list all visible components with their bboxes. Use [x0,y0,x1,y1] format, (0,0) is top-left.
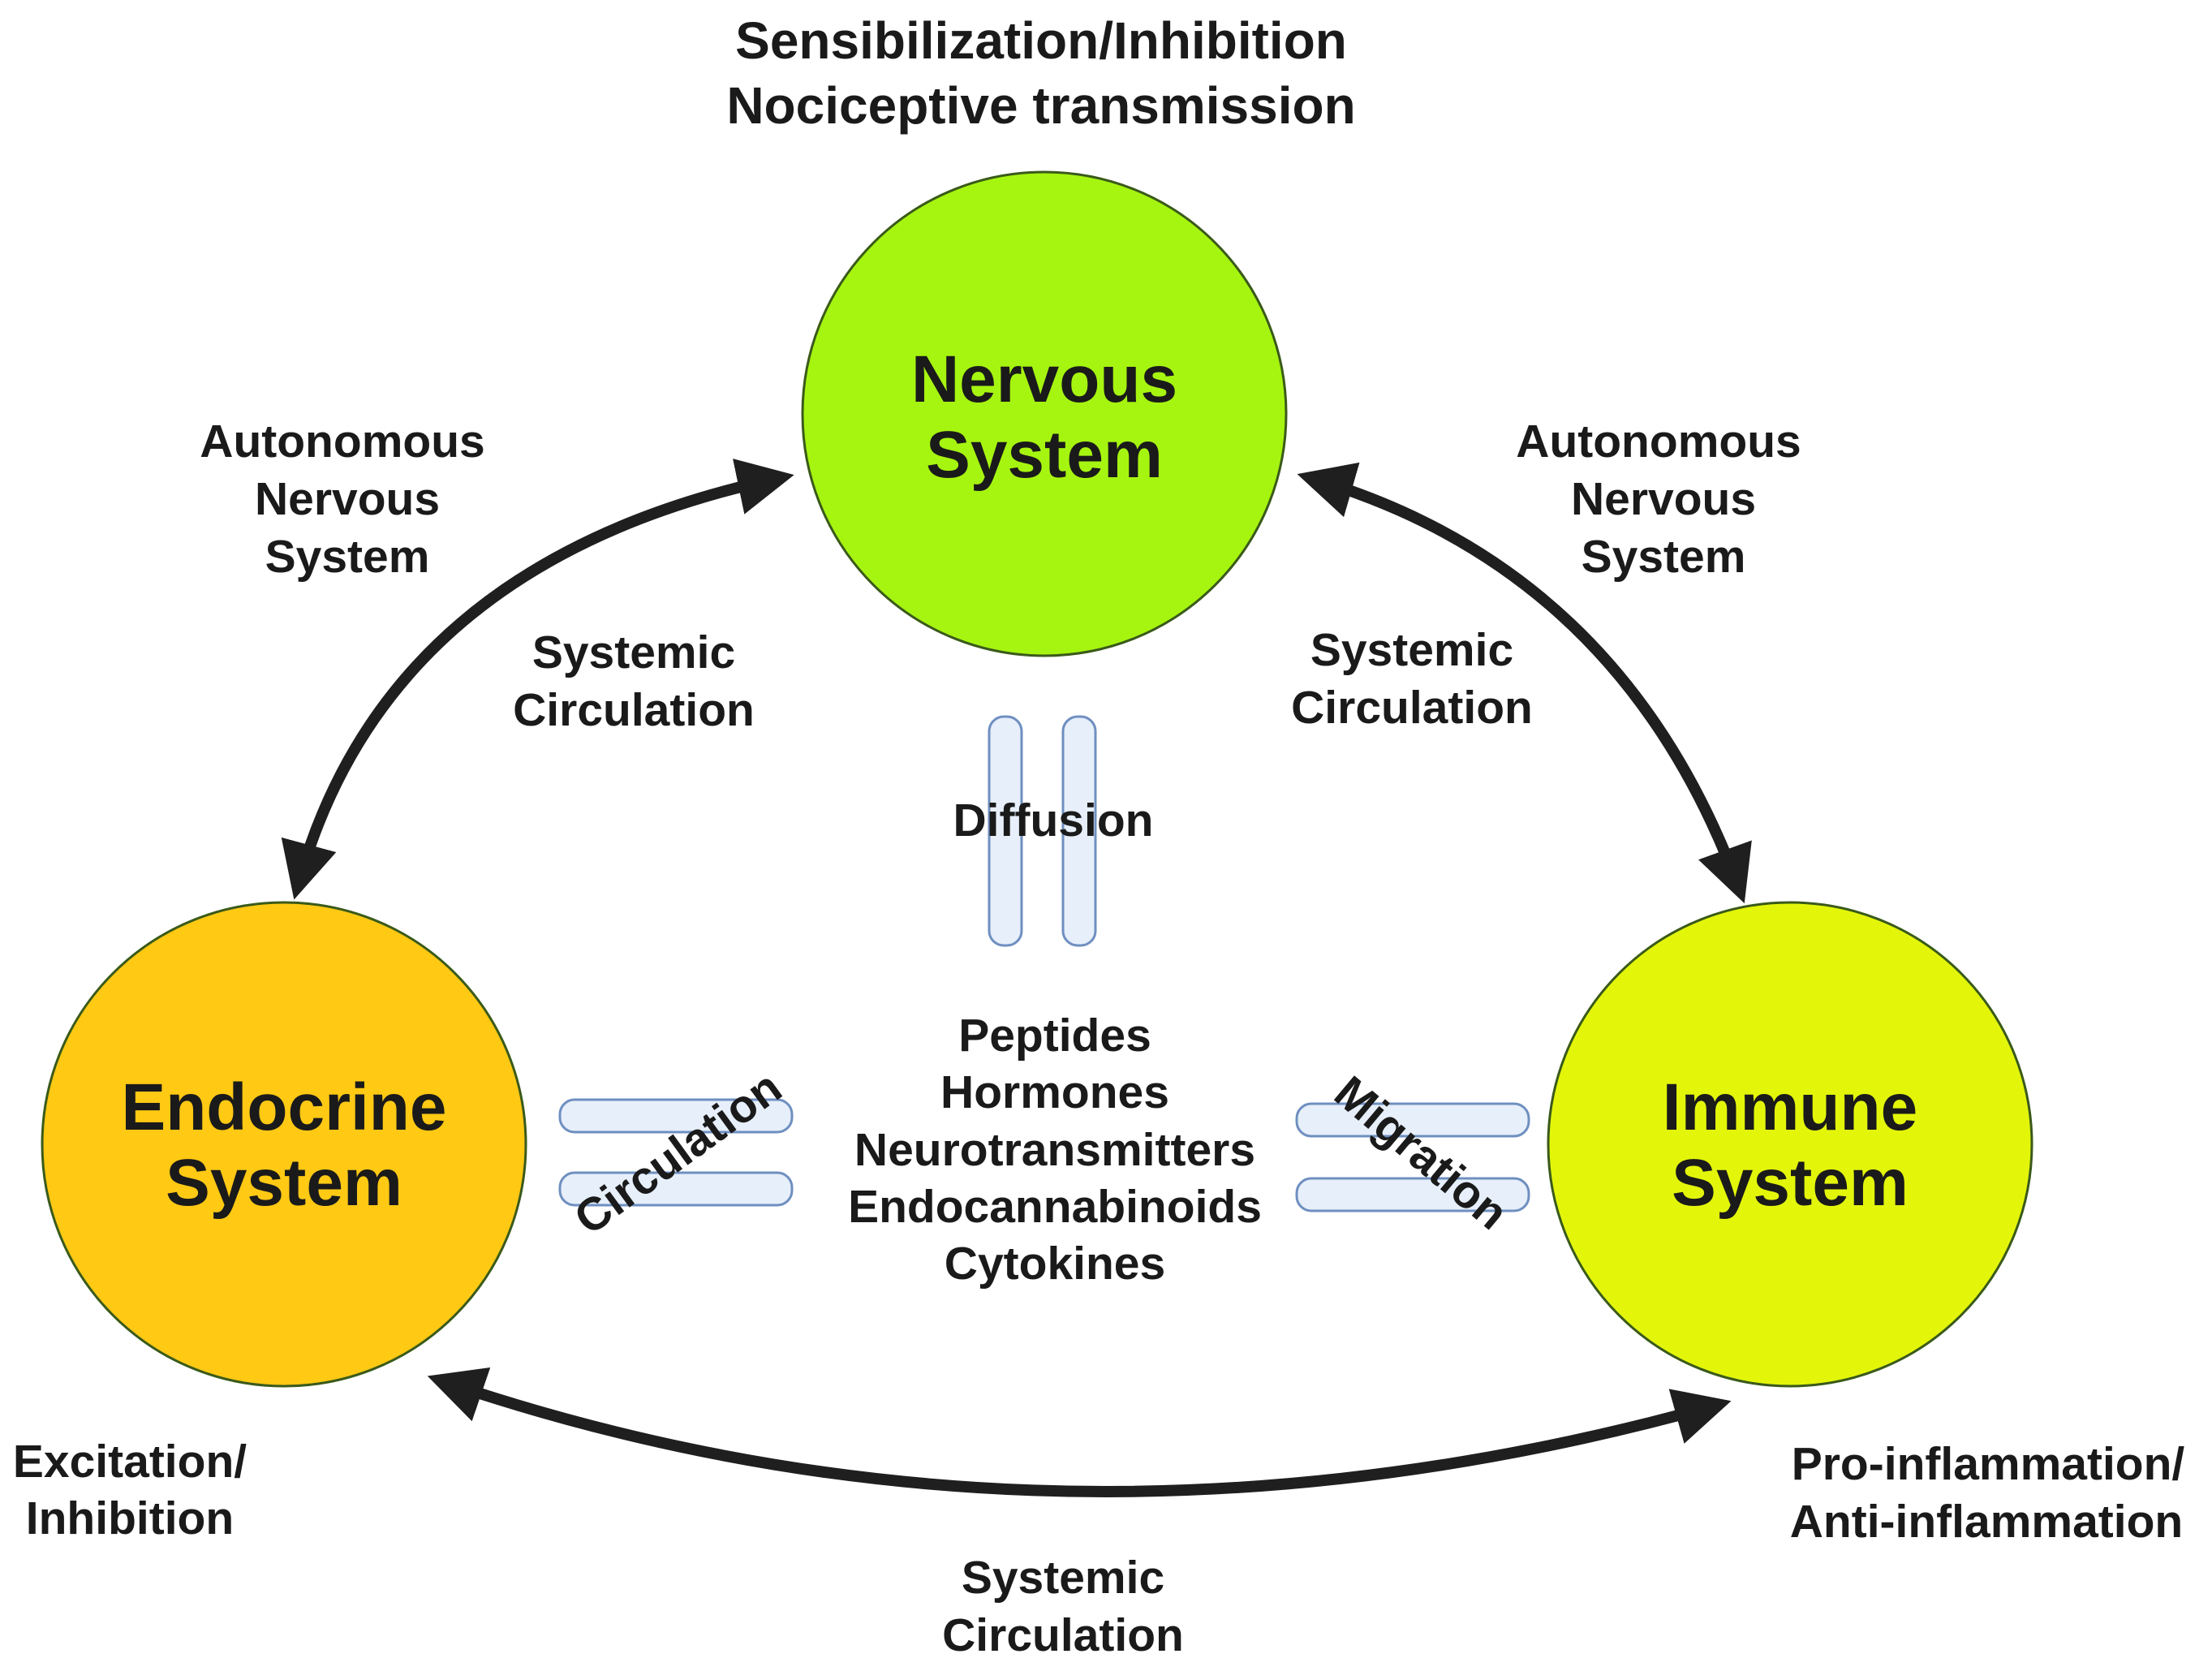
diffusion-label: Diffusion [953,795,1154,846]
mediator-item: Hormones [940,1066,1169,1118]
svg-text:Circulation: Circulation [513,684,755,736]
immune-system-node: Immune System [1547,901,2033,1388]
arrow-nervous-endocrine [281,459,794,900]
diffusion-bar-right [1061,715,1097,947]
mediator-item: Endocannabinoids [848,1181,1262,1233]
mediator-item: Neurotransmitters [854,1124,1255,1176]
arrow-nervous-immune [1297,462,1752,904]
edge-label-left-outer: Autonomous Nervous System [200,416,484,583]
svg-text:Excitation/: Excitation/ [13,1436,247,1488]
svg-text:Systemic: Systemic [962,1552,1164,1604]
svg-text:Systemic: Systemic [532,627,735,678]
svg-text:System: System [1582,531,1746,583]
svg-text:Anti-inflammation: Anti-inflammation [1790,1496,2183,1548]
svg-text:Pro-inflammation/: Pro-inflammation/ [1792,1438,2185,1490]
endocrine-system-label-2: System [166,1146,402,1220]
diffusion-channel: Diffusion [953,715,1154,947]
mediator-list: Peptides Hormones Neurotransmitters Endo… [848,1010,1262,1290]
migration-channel: Migration [1295,1066,1530,1240]
title-line-1: Sensibilization/Inhibition [735,11,1347,70]
nervous-system-label-2: System [926,418,1163,492]
migration-bar-bottom [1295,1177,1530,1212]
svg-text:Systemic: Systemic [1310,624,1513,676]
edge-label-right-inner: Systemic Circulation [1291,624,1533,734]
arrow-endocrine-immune [427,1367,1732,1497]
title-line-2: Nociceptive transmission [726,76,1355,135]
edge-label-left-inner: Systemic Circulation [513,627,755,736]
circulation-label: Circulation [565,1061,790,1245]
svg-text:Circulation: Circulation [942,1609,1184,1661]
endocrine-system-label-1: Endocrine [122,1070,447,1144]
nervous-system-label-1: Nervous [911,342,1177,416]
edge-label-bottom: Systemic Circulation [942,1552,1184,1661]
svg-text:Nervous: Nervous [255,473,440,525]
immune-effect-label: Pro-inflammation/ Anti-inflammation [1790,1438,2185,1548]
svg-text:Autonomous: Autonomous [1516,416,1801,467]
mediator-item: Cytokines [945,1238,1165,1290]
immune-system-label-2: System [1672,1146,1909,1220]
migration-bar-top [1295,1102,1530,1138]
endocrine-effect-label: Excitation/ Inhibition [13,1436,247,1544]
circulation-bar-top [558,1098,794,1134]
circulation-bar-bottom [558,1171,794,1207]
immune-system-label-1: Immune [1663,1070,1917,1144]
svg-text:Inhibition: Inhibition [26,1492,234,1544]
circulation-channel: Circulation [558,1061,794,1245]
endocrine-system-node: Endocrine System [41,901,527,1388]
migration-label: Migration [1325,1066,1518,1240]
svg-text:Autonomous: Autonomous [200,416,484,467]
diffusion-bar-left [988,715,1023,947]
svg-text:Nervous: Nervous [1571,473,1756,525]
nervous-system-node: Nervous System [801,170,1288,657]
mediator-item: Peptides [958,1010,1151,1062]
svg-text:Circulation: Circulation [1291,682,1533,734]
edge-label-right-outer: Autonomous Nervous System [1516,416,1801,583]
svg-text:System: System [265,531,430,583]
